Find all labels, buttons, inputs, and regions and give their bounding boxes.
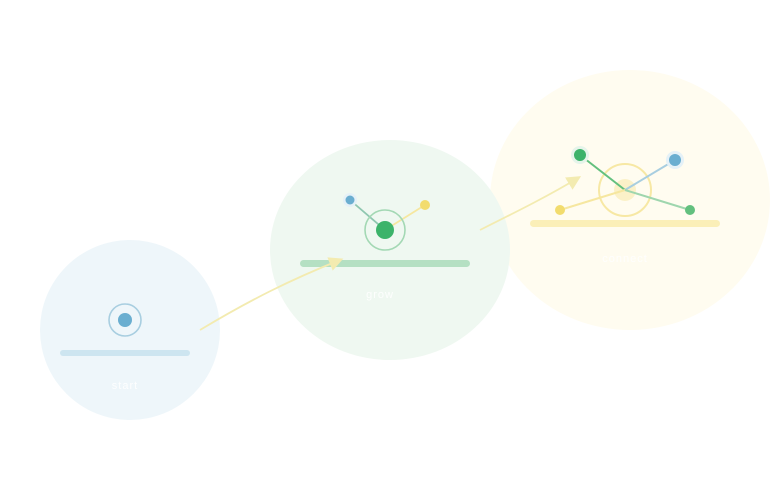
stage-3-link-green bbox=[579, 154, 626, 191]
stage-3-label: connect bbox=[602, 253, 648, 265]
stage-3-link-lightgreen bbox=[624, 189, 691, 211]
stage-3-node-lightgreen bbox=[685, 205, 695, 215]
stage-3-hub-ring bbox=[598, 163, 652, 217]
stage-3-background bbox=[490, 70, 770, 330]
stage-2-hub bbox=[376, 221, 394, 239]
connector-2-to-3 bbox=[479, 176, 582, 231]
stage-3-link-yellow bbox=[559, 189, 626, 211]
stage-2-node-yellow bbox=[420, 200, 430, 210]
stage-2-label: grow bbox=[366, 289, 394, 301]
stage-1-label: start bbox=[112, 380, 138, 392]
stage-1-hub bbox=[118, 313, 132, 327]
stage-3-bar bbox=[530, 220, 720, 227]
stage-3-node-green bbox=[574, 149, 586, 161]
stage-1-hub-ring bbox=[108, 303, 142, 337]
stage-2-node-blue bbox=[345, 195, 355, 205]
stage-1-bar bbox=[60, 350, 190, 356]
stage-2-group: grow bbox=[270, 140, 510, 360]
stage-1-group: start bbox=[40, 240, 220, 420]
stage-3-node-blue bbox=[669, 154, 681, 166]
stage-3-node-yellow bbox=[555, 205, 565, 215]
stage-3-link-blue bbox=[624, 159, 676, 191]
stage-1-background bbox=[40, 240, 220, 420]
stage-3-group: connect bbox=[490, 70, 770, 330]
connector-1-to-2 bbox=[199, 257, 344, 331]
stage-2-hub-ring bbox=[364, 209, 406, 251]
